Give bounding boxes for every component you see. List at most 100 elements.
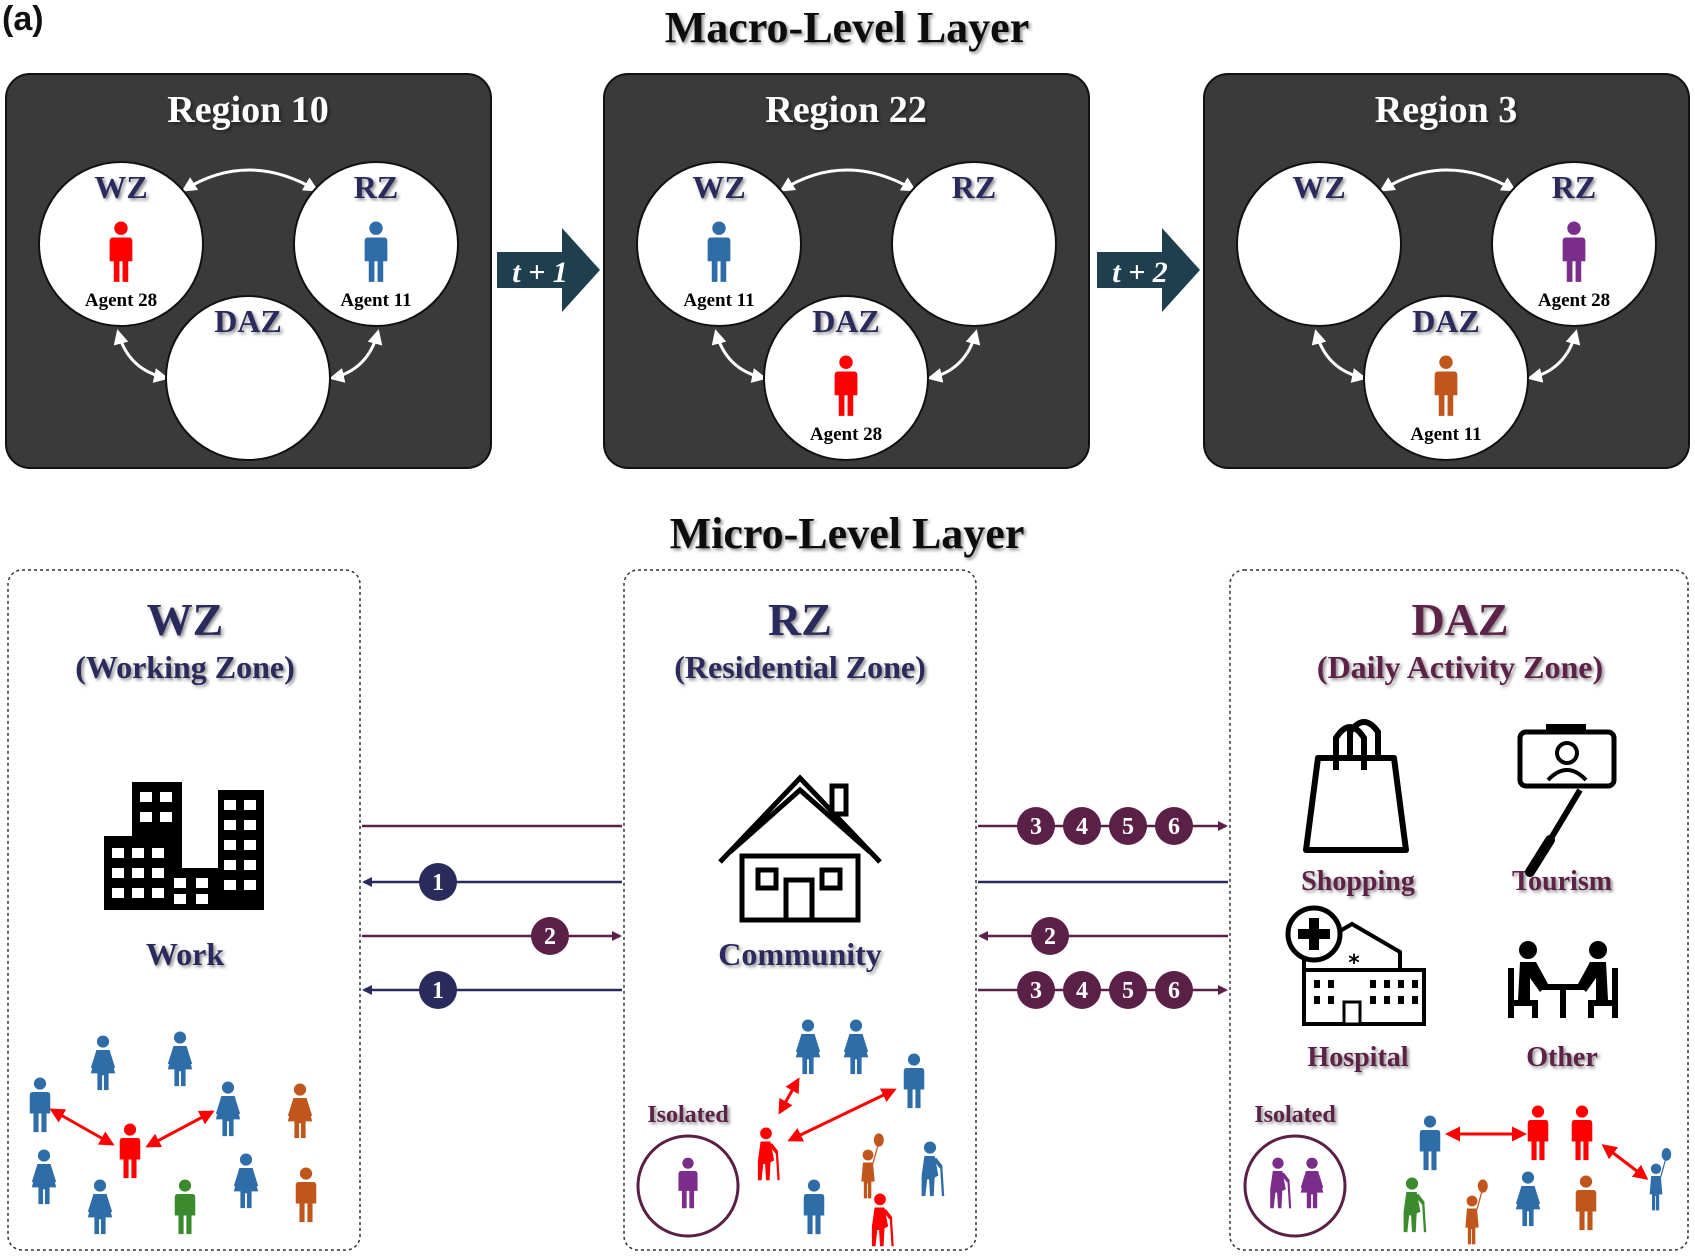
rz-subtitle: (Residential Zone) [674, 649, 926, 685]
person-icon [31, 1149, 57, 1205]
daz-title: DAZ [1411, 594, 1508, 645]
person-icon [1403, 1177, 1427, 1233]
link-step-badge: 3 [1017, 971, 1055, 1009]
rz-zone-label: RZ [1552, 169, 1596, 205]
hospital-icon: * [1285, 905, 1426, 1026]
wz-zone-label: WZ [1292, 169, 1345, 205]
community-label: Community [718, 936, 882, 972]
link-step-badge: 6 [1155, 971, 1193, 1009]
agent-label: Agent 28 [810, 424, 882, 445]
micro-layer-title: Micro-Level Layer [670, 509, 1025, 558]
person-icon [167, 1031, 193, 1087]
wz-daz-arrow [113, 329, 169, 383]
link-step-badge: 5 [1109, 971, 1147, 1009]
time-step-arrow-2: t + 2 [1097, 228, 1200, 312]
meeting-icon [1508, 941, 1618, 1018]
svg-text:5: 5 [1122, 978, 1134, 1004]
office-buildings-icon [104, 782, 264, 910]
wz-daz-arrow [711, 329, 767, 383]
link-step-badge: 5 [1109, 807, 1147, 845]
svg-text:3: 3 [1030, 978, 1042, 1004]
link-step-badge: 2 [1031, 917, 1069, 955]
shopping-label: Shopping [1301, 866, 1415, 897]
wz-daz-arrow [1311, 329, 1367, 383]
link-step-badge: 1 [419, 971, 457, 1009]
work-label: Work [146, 936, 224, 972]
rz-zone-circle [891, 161, 1057, 327]
rz-title: RZ [768, 594, 832, 645]
wz-zone-label: WZ [692, 169, 745, 205]
svg-text:1: 1 [432, 870, 444, 896]
interaction-arrow [1601, 1144, 1649, 1180]
daz-zone-label: DAZ [1412, 303, 1480, 339]
person-icon [678, 1157, 698, 1209]
agent-label: Agent 11 [683, 290, 754, 311]
person-icon [871, 1193, 894, 1247]
shopping-bag-icon [1303, 719, 1409, 853]
interaction-arrow [787, 1088, 897, 1142]
person-icon [803, 1179, 825, 1235]
hospital-label: Hospital [1307, 1042, 1408, 1073]
house-icon [718, 774, 882, 923]
agent-label: Agent 11 [340, 290, 411, 311]
daz-isolated-circle [1243, 1134, 1347, 1238]
svg-text:2: 2 [544, 924, 556, 950]
link-step-badge: 2 [531, 917, 569, 955]
person-icon [843, 1019, 869, 1075]
person-icon [174, 1179, 196, 1235]
wz-zone-circle [1236, 161, 1402, 327]
region-title-3: Region 3 [1375, 89, 1518, 131]
agent-icon [1434, 355, 1458, 416]
rz-daz-arrow [329, 329, 383, 383]
wz-rz-arrow [779, 168, 917, 192]
person-icon [921, 1141, 945, 1197]
agent-label: Agent 28 [85, 290, 157, 311]
svg-text:6: 6 [1168, 978, 1180, 1004]
agent-icon [834, 355, 858, 416]
agent-icon [1562, 221, 1586, 282]
time-step-label-2: t + 2 [1112, 256, 1167, 289]
person-icon [233, 1153, 259, 1209]
person-icon [1270, 1157, 1292, 1209]
svg-text:3: 3 [1030, 814, 1042, 840]
person-icon [1649, 1148, 1672, 1211]
time-step-label-1: t + 1 [512, 256, 567, 289]
other-label: Other [1526, 1042, 1598, 1073]
agent-label: Agent 28 [1538, 290, 1610, 311]
rz-zone-label: RZ [952, 169, 996, 205]
svg-text:1: 1 [432, 978, 444, 1004]
time-step-arrow-1: t + 1 [497, 228, 600, 312]
link-step-badge: 6 [1155, 807, 1193, 845]
rz-daz-arrow [1527, 329, 1581, 383]
wz-title: WZ [147, 594, 224, 645]
selfie-stick-icon [1517, 724, 1617, 877]
person-icon [1300, 1157, 1324, 1209]
interaction-arrow [49, 1108, 115, 1146]
person-icon [87, 1179, 113, 1235]
person-icon [295, 1167, 317, 1223]
daz-zone-circle [165, 295, 331, 461]
daz-isolated-label: Isolated [1254, 1102, 1336, 1128]
link-step-badge: 1 [419, 863, 457, 901]
daz-zone-label: DAZ [214, 303, 282, 339]
wz-subtitle: (Working Zone) [75, 649, 295, 685]
svg-text:6: 6 [1168, 814, 1180, 840]
panel-label: (a) [2, 0, 44, 38]
person-icon [795, 1019, 821, 1075]
link-step-badge: 4 [1063, 807, 1101, 845]
person-icon [757, 1127, 780, 1181]
interaction-arrow [145, 1110, 215, 1148]
person-icon [1465, 1179, 1488, 1245]
people-group [29, 1019, 1672, 1247]
person-icon [1515, 1171, 1541, 1227]
person-icon [1575, 1175, 1597, 1231]
agent-icon [364, 221, 388, 282]
person-icon [29, 1077, 51, 1133]
person-icon [287, 1083, 313, 1139]
svg-text:5: 5 [1122, 814, 1134, 840]
